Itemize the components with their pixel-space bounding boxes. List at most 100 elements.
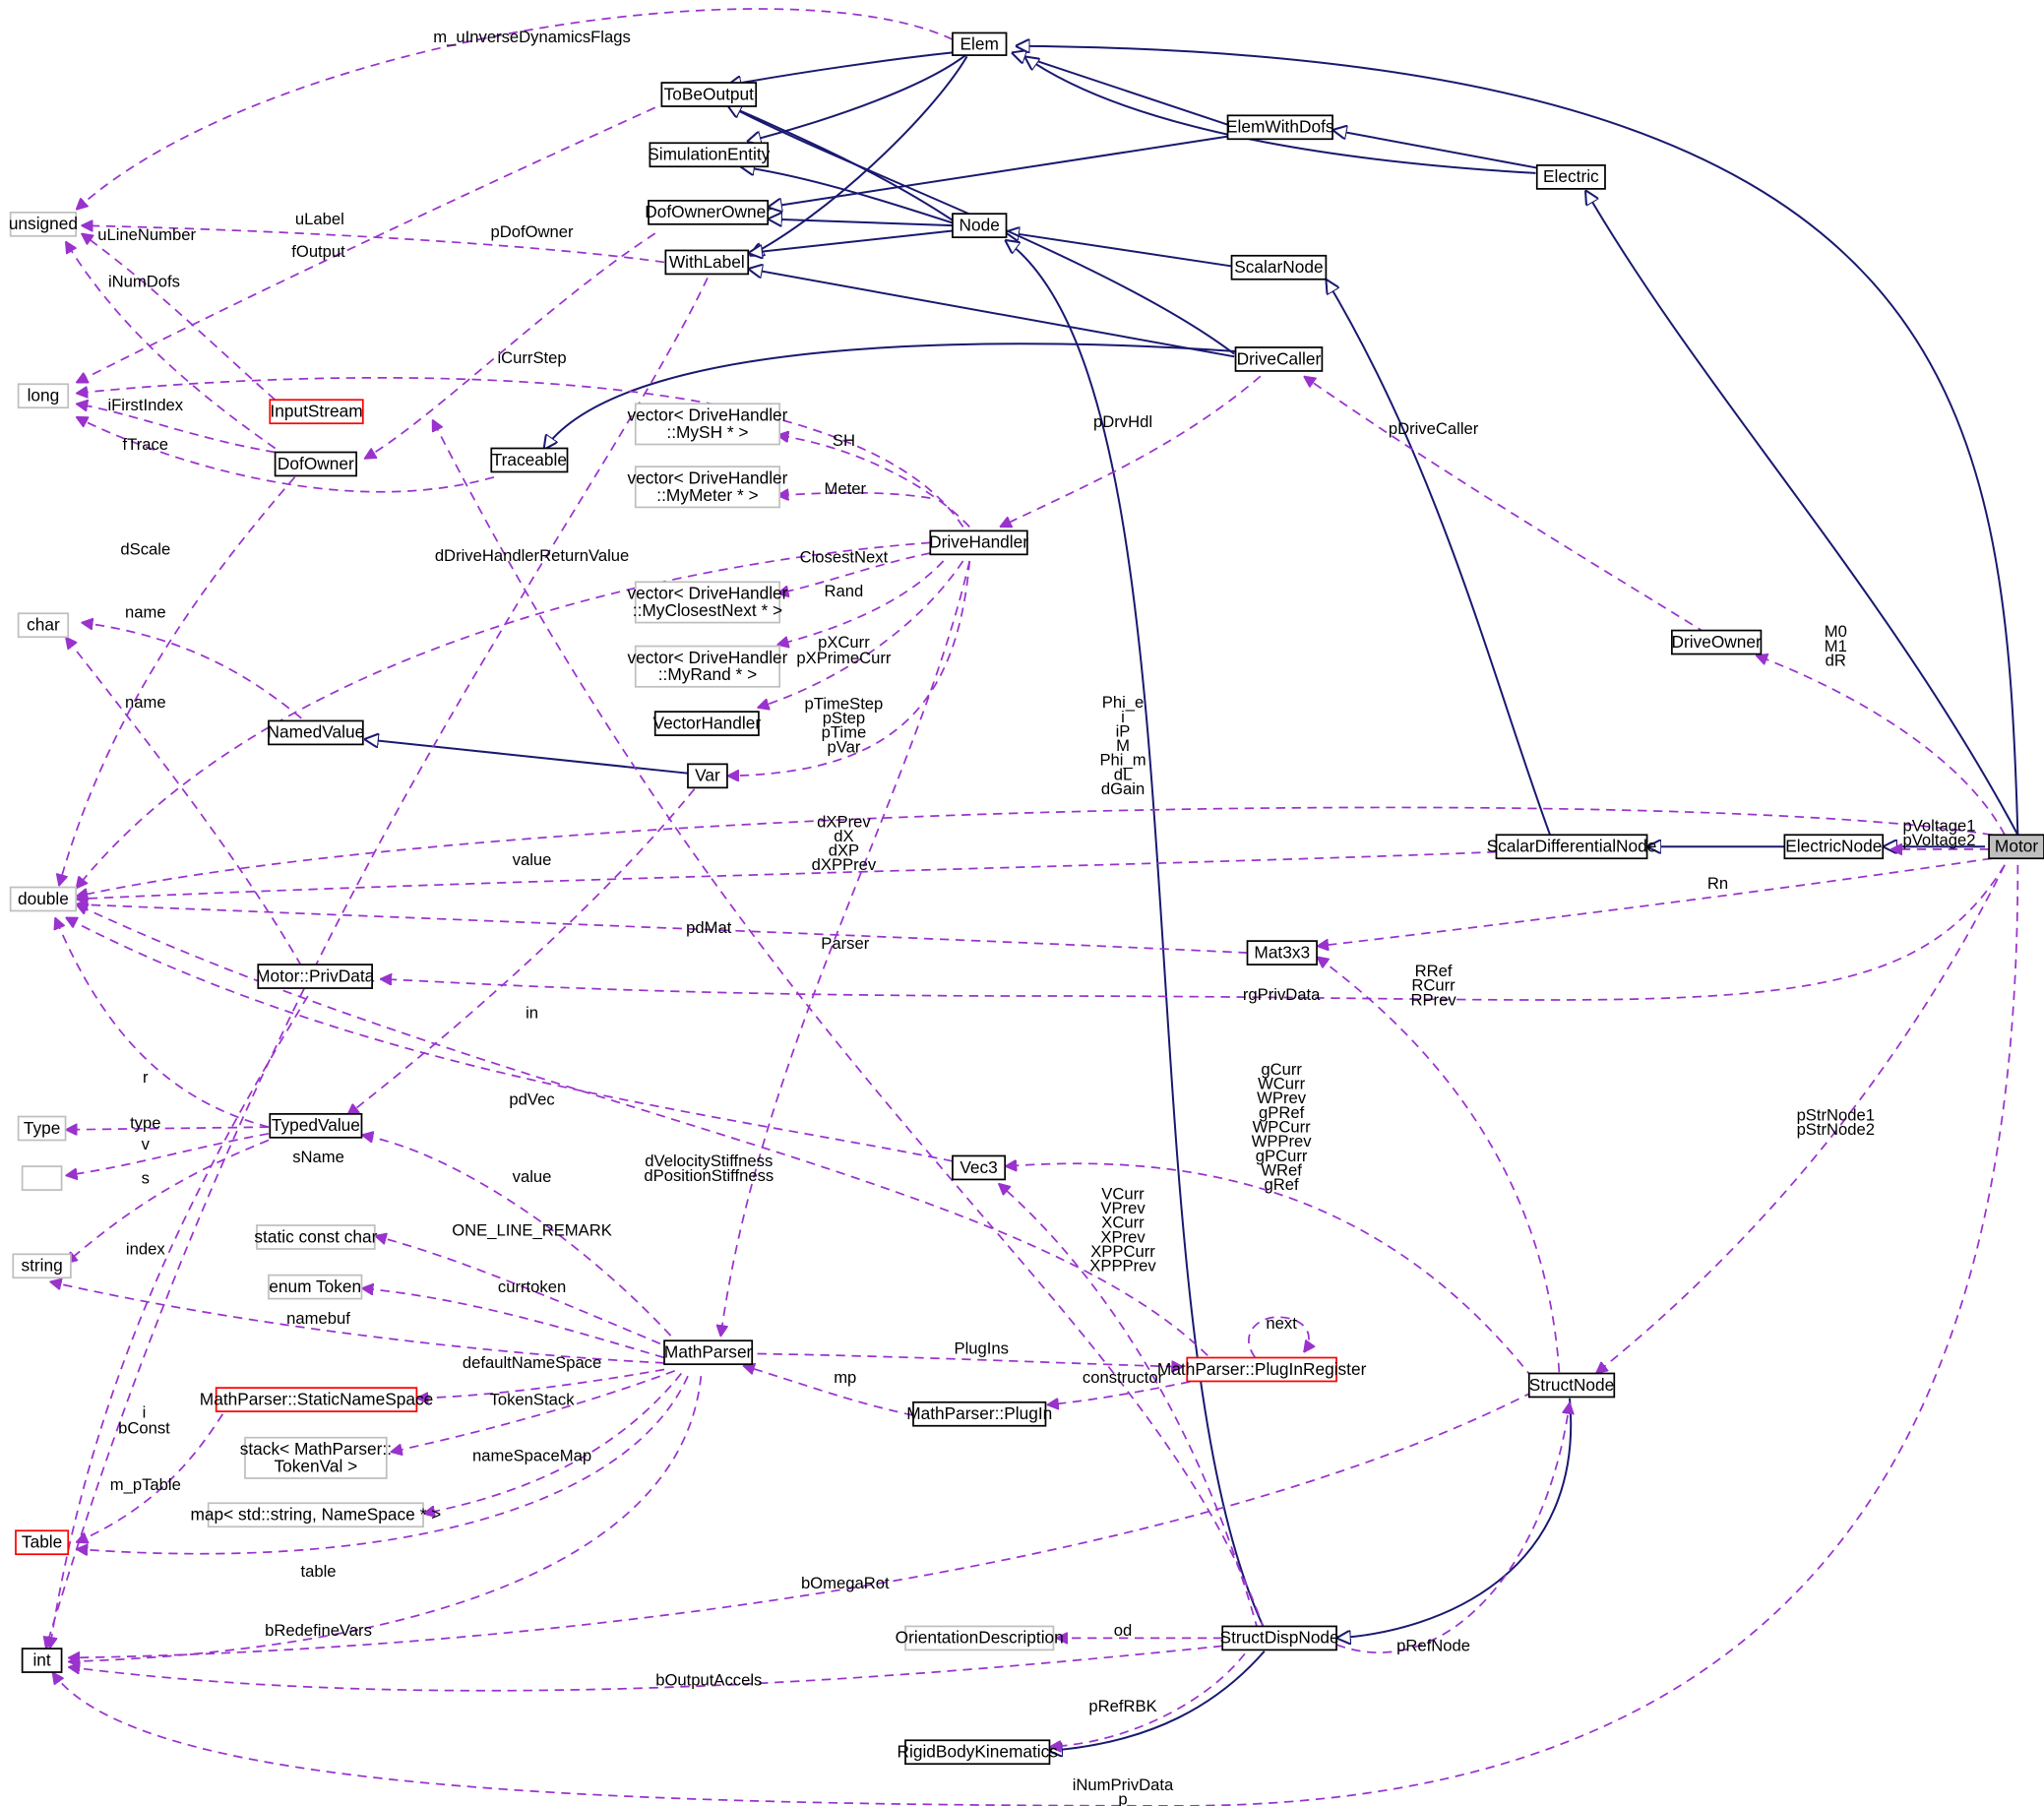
node-withlabel[interactable]: WithLabel <box>664 249 750 276</box>
edge-label: M0 <box>1825 622 1847 641</box>
edge-label: pVoltage2 <box>1903 831 1976 849</box>
node-map-namespace[interactable]: map< std::string, NameSpace * > <box>190 1502 441 1528</box>
node-elemwithdofs[interactable]: ElemWithDofs <box>1226 114 1334 141</box>
edge-label: WPPrev <box>1252 1132 1313 1151</box>
node-dofowner[interactable]: DofOwner <box>274 451 358 477</box>
edge-label: dDriveHandlerReturnValue <box>435 546 629 565</box>
edge-label: fTrace <box>123 435 169 454</box>
node-drivehandler[interactable]: DriveHandler <box>929 529 1028 556</box>
node-long[interactable]: long <box>17 383 70 409</box>
edge-labels: m_uInverseDynamicsFlags uLabel uLineNumb… <box>97 28 1975 1806</box>
node-plugin[interactable]: MathParser::PlugIn <box>906 1401 1052 1427</box>
node-vec3[interactable]: Vec3 <box>952 1154 1007 1181</box>
node-inputstream[interactable]: InputStream <box>269 399 364 425</box>
node-structnode[interactable]: StructNode <box>1527 1372 1616 1399</box>
node-motor[interactable]: Motor <box>1988 834 2044 860</box>
inheritance-edges <box>364 46 2019 1751</box>
edge-label: pdVec <box>509 1090 554 1109</box>
node-vector-myrand[interactable]: vector< DriveHandler::MyRand * > <box>627 645 788 688</box>
edge-label: i <box>143 1403 147 1422</box>
node-scalardifferentialnode[interactable]: ScalarDifferentialNode <box>1487 834 1657 860</box>
edge-label: ONE_LINE_REMARK <box>452 1221 612 1240</box>
edge-label: SH <box>833 431 855 450</box>
node-int[interactable]: int <box>21 1648 63 1673</box>
edge-label: pVoltage1 <box>1903 816 1976 835</box>
node-label: Elem <box>960 34 999 54</box>
node-unsigned[interactable]: unsigned <box>9 211 78 237</box>
node-vectorhandler[interactable]: VectorHandler <box>652 711 761 736</box>
node-label: Vec3 <box>960 1157 997 1177</box>
edge-label: name <box>125 602 166 621</box>
node-label: static const char <box>254 1226 377 1246</box>
node-label: DofOwner <box>278 454 354 473</box>
node-table[interactable]: Table <box>15 1529 70 1556</box>
node-label: ::MyClosestNext * > <box>633 600 782 620</box>
node-node[interactable]: Node <box>952 213 1008 239</box>
edge-label: Parser <box>821 934 869 953</box>
node-anonymous[interactable] <box>21 1165 63 1191</box>
node-tobeoutput[interactable]: ToBeOutput <box>660 82 758 107</box>
node-structdispnode[interactable]: StructDispNode <box>1220 1625 1339 1651</box>
node-static-namespace[interactable]: MathParser::StaticNameSpace <box>200 1387 433 1412</box>
node-label: long <box>28 386 60 405</box>
node-plugin-register[interactable]: MathParser::PlugInRegister <box>1157 1356 1367 1383</box>
node-simulationentity[interactable]: SimulationEntity <box>648 142 771 168</box>
edge-label: value <box>513 850 552 869</box>
node-label: Traceable <box>492 450 567 469</box>
node-rigidbodykinematics[interactable]: RigidBodyKinematics <box>898 1739 1059 1766</box>
node-dofownerowner[interactable]: DofOwnerOwner <box>645 199 772 225</box>
node-var[interactable]: Var <box>687 763 728 789</box>
node-enum-token[interactable]: enum Token <box>268 1274 363 1300</box>
node-orientation-description[interactable]: OrientationDescription <box>896 1625 1064 1651</box>
node-scalarnode[interactable]: ScalarNode <box>1230 254 1328 280</box>
edge-label: pTimeStep <box>805 694 884 713</box>
node-char[interactable]: char <box>17 612 70 639</box>
node-vector-mymeter[interactable]: vector< DriveHandler::MyMeter * > <box>627 466 788 509</box>
node-drivecaller[interactable]: DriveCaller <box>1234 346 1324 372</box>
node-vector-mysh[interactable]: vector< DriveHandler::MySH * > <box>627 403 788 446</box>
edge-label: pTime <box>822 723 867 742</box>
node-label: vector< DriveHandler <box>627 467 787 487</box>
node-driveowner[interactable]: DriveOwner <box>1671 629 1763 655</box>
edge-label: iNumPrivData <box>1073 1775 1174 1794</box>
node-label: ScalarNode <box>1234 257 1323 277</box>
node-label: map< std::string, NameSpace * > <box>190 1505 441 1525</box>
node-label: ElemWithDofs <box>1226 117 1334 137</box>
edge-label: name <box>125 693 166 712</box>
edge-label: m_uInverseDynamicsFlags <box>433 28 631 46</box>
node-label: Motor <box>1995 837 2038 856</box>
edge-label: Phi_m <box>1099 751 1146 770</box>
node-label: enum Token <box>269 1277 361 1296</box>
node-label: DriveCaller <box>1237 348 1322 368</box>
edge-label: fOutput <box>291 242 345 261</box>
node-stack-tokenval[interactable]: stack< MathParser::TokenVal > <box>240 1436 392 1479</box>
node-traceable[interactable]: Traceable <box>490 447 569 473</box>
edge-label: dXP <box>829 841 859 860</box>
node-label: OrientationDescription <box>896 1628 1064 1648</box>
edge-label: m_pTable <box>110 1475 181 1494</box>
node-label: DofOwnerOwner <box>645 202 772 221</box>
node-static-const-char[interactable]: static const char <box>254 1224 378 1250</box>
node-electricnode[interactable]: ElectricNode <box>1783 834 1885 860</box>
edge-label: od <box>1114 1621 1133 1640</box>
edge-label: RPrev <box>1410 990 1456 1009</box>
node-electric[interactable]: Electric <box>1535 164 1606 190</box>
node-elem[interactable]: Elem <box>952 31 1008 56</box>
node-typedvalue[interactable]: TypedValue <box>269 1112 363 1139</box>
edge-label: ClosestNext <box>800 547 889 566</box>
node-type[interactable]: Type <box>17 1115 67 1142</box>
node-mat3x3[interactable]: Mat3x3 <box>1246 940 1318 965</box>
edge-label: namebuf <box>286 1309 350 1328</box>
node-motor-privdata[interactable]: Motor::PrivData <box>256 964 375 989</box>
node-label: vector< DriveHandler <box>627 405 787 425</box>
node-label: MathParser::PlugInRegister <box>1157 1359 1367 1379</box>
edge-label: pRefRBK <box>1088 1697 1156 1715</box>
node-string[interactable]: string <box>12 1253 72 1279</box>
node-vector-myclosestnext[interactable]: vector< DriveHandler::MyClosestNext * > <box>627 581 788 624</box>
edge-label: XCurr <box>1101 1214 1145 1232</box>
node-double[interactable]: double <box>9 886 78 912</box>
node-mathparser[interactable]: MathParser <box>663 1339 754 1366</box>
node-namedvalue[interactable]: NamedValue <box>268 719 365 746</box>
edge-label: constructor <box>1083 1368 1164 1387</box>
edge-label: v <box>142 1135 151 1153</box>
